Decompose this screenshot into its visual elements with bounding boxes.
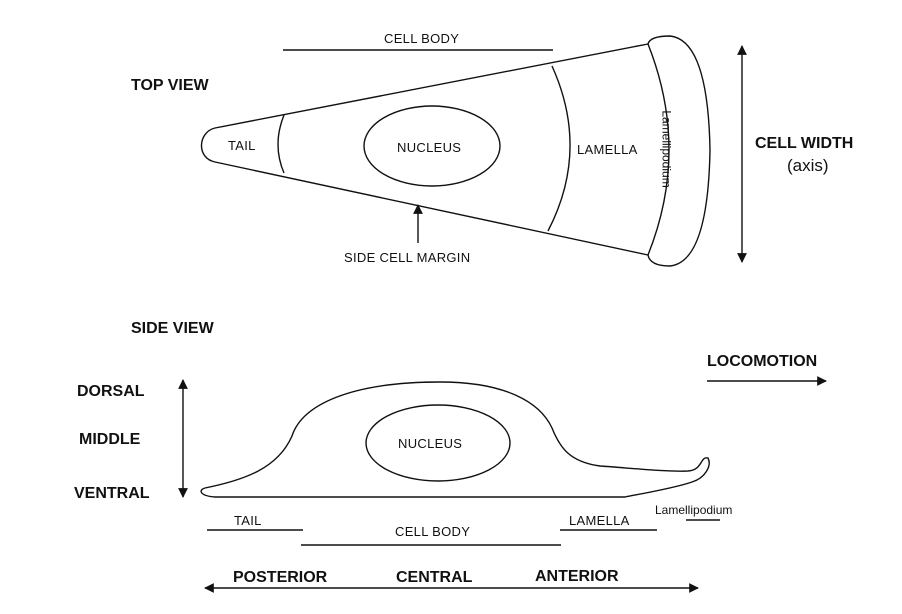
central-label: CENTRAL	[396, 569, 473, 586]
lamellipodium-label: Lamellipodium	[659, 110, 674, 188]
side-tail-label: TAIL	[234, 513, 262, 528]
locomotion-label: LOCOMOTION	[707, 353, 818, 370]
lamella-label: LAMELLA	[577, 142, 638, 157]
side-view-outline	[200, 381, 710, 498]
posterior-label: POSTERIOR	[233, 569, 328, 586]
side-lamella-label: LAMELLA	[569, 513, 630, 528]
side-cell-body-label: CELL BODY	[395, 524, 471, 539]
side-lamellipodium-label: Lamellipodium	[655, 503, 733, 517]
tail-label: TAIL	[228, 138, 256, 153]
nucleus-label: NUCLEUS	[397, 140, 462, 155]
tail-divider	[277, 114, 285, 174]
cell-body-label: CELL BODY	[384, 31, 460, 46]
side-nucleus-outline	[365, 404, 511, 482]
lamella-divider	[547, 65, 571, 232]
top-view-outline	[200, 43, 649, 256]
axis-label: (axis)	[787, 156, 829, 175]
lamellipodium-inner-line	[647, 43, 670, 256]
side-view-heading: SIDE VIEW	[131, 320, 214, 337]
top-view-heading: TOP VIEW	[131, 77, 209, 94]
lamellipodium-outline	[647, 35, 711, 267]
side-nucleus-label: NUCLEUS	[398, 436, 463, 451]
middle-label: MIDDLE	[79, 431, 141, 448]
ventral-label: VENTRAL	[74, 485, 150, 502]
top-nucleus-outline	[363, 105, 501, 187]
side-cell-margin-label: SIDE CELL MARGIN	[344, 250, 471, 265]
cell-width-label: CELL WIDTH	[755, 135, 854, 152]
anterior-label: ANTERIOR	[535, 568, 619, 585]
dorsal-label: DORSAL	[77, 383, 145, 400]
